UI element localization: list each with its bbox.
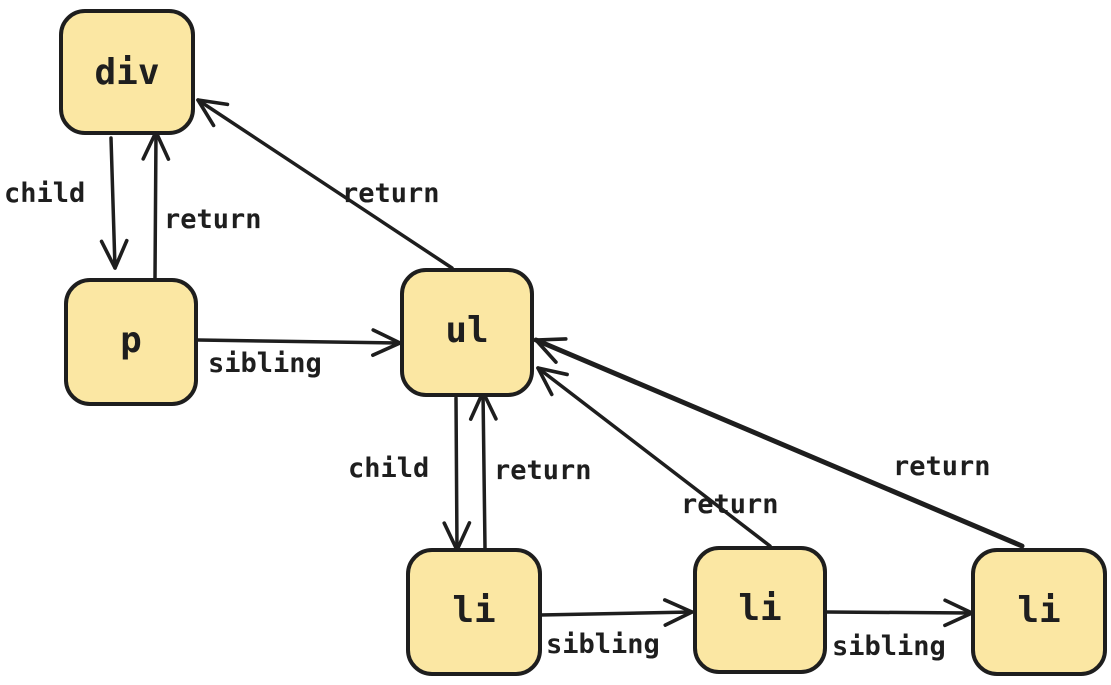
- edge-li3-to-ul-return: return: [533, 337, 1025, 549]
- node-li-3: li: [971, 548, 1107, 676]
- edge-label-child: child: [348, 453, 429, 484]
- edge-label-child: child: [4, 178, 85, 209]
- edge-p-to-ul-sibling: sibling: [196, 328, 402, 379]
- node-p: p: [64, 278, 198, 406]
- node-ul: ul: [400, 268, 534, 397]
- edge-p-to-div-return: return: [141, 130, 262, 280]
- node-label: p: [120, 320, 142, 361]
- node-div: div: [59, 9, 195, 135]
- edge-label-return: return: [681, 489, 779, 520]
- node-li-1: li: [406, 548, 542, 676]
- edge-label-return: return: [494, 455, 592, 486]
- edge-ul-to-li1-child: child: [348, 396, 472, 552]
- edge-div-to-p-child: child: [4, 136, 129, 270]
- node-label: ul: [445, 310, 488, 351]
- edge-label-return: return: [342, 178, 440, 209]
- edge-ul-to-div-return: return: [196, 98, 454, 270]
- node-label: div: [94, 52, 159, 93]
- edge-label-sibling: sibling: [208, 348, 322, 379]
- edge-label-return: return: [164, 204, 262, 235]
- edge-li1-to-ul-return: return: [468, 390, 592, 550]
- edge-label-sibling: sibling: [546, 629, 660, 660]
- edge-li2-to-ul-return: return: [536, 366, 779, 548]
- node-li-2: li: [693, 546, 827, 674]
- node-label: li: [452, 590, 495, 631]
- edge-li1-to-li2-sibling: sibling: [538, 598, 694, 660]
- edge-label-sibling: sibling: [832, 631, 946, 662]
- node-label: li: [738, 588, 781, 629]
- edge-label-return: return: [893, 451, 991, 482]
- edge-li2-to-li3-sibling: sibling: [824, 598, 974, 662]
- node-label: li: [1017, 590, 1060, 631]
